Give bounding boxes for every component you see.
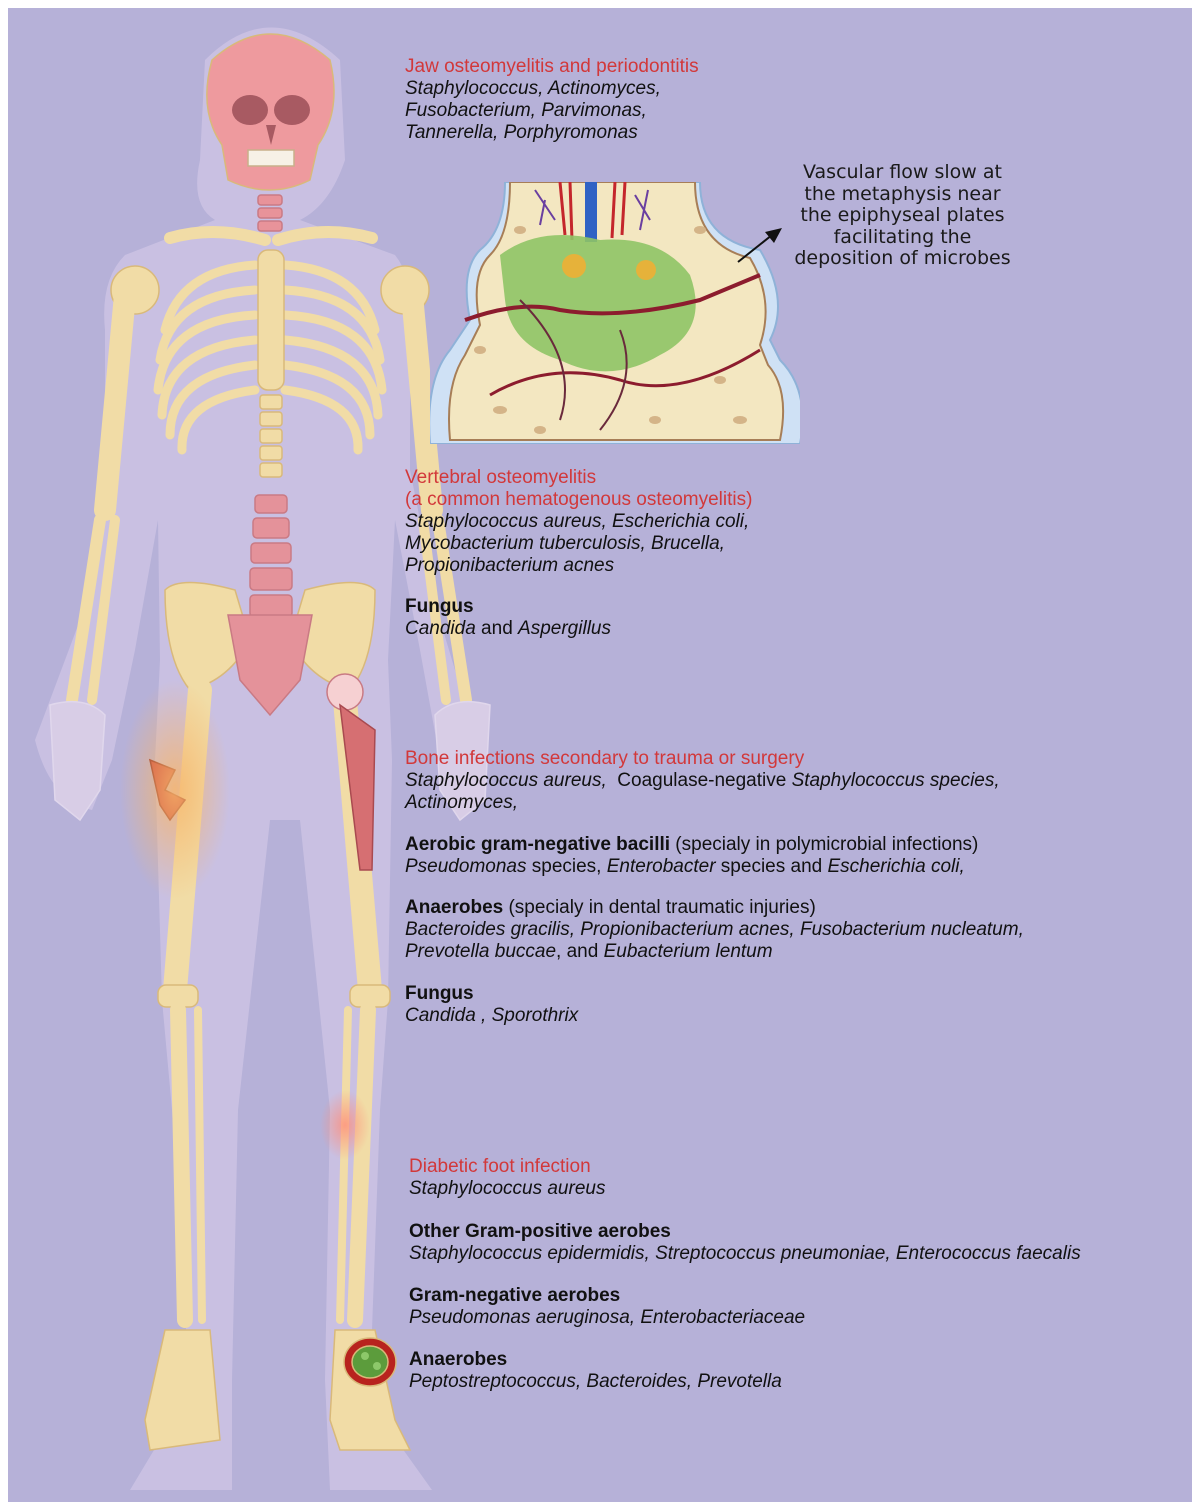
diabetic-anaerobes: Anaerobes Peptostreptococcus, Bacteroide… xyxy=(409,1349,782,1393)
callout-line: Vascular flow slow at xyxy=(803,161,1002,183)
fungus-aspergillus: Aspergillus xyxy=(518,618,611,639)
trauma-pathogens-1: Staphylococcus aureus, Coagulase-negativ… xyxy=(405,770,1000,792)
diabetic-heading: Diabetic foot infection xyxy=(409,1156,591,1177)
cervical-spine xyxy=(257,194,283,232)
trauma-pathogens-2: Actinomyces, xyxy=(405,792,518,813)
trauma-section: Bone infections secondary to trauma or s… xyxy=(405,748,1000,814)
callout-line: facilitating the xyxy=(833,225,972,248)
callout-arrow xyxy=(737,228,782,263)
aerobic-species-2: species and xyxy=(715,856,828,877)
trauma-staph-species: Staphylococcus species, xyxy=(791,770,1000,791)
callout-line: the metaphysis near xyxy=(804,182,1001,205)
jaw-heading: Jaw osteomyelitis and periodontitis xyxy=(405,56,699,77)
aerobic-note: (specialy in polymicrobial infections) xyxy=(670,834,979,855)
trauma-heading: Bone infections secondary to trauma or s… xyxy=(405,748,805,769)
jaw-pathogens-3: Tannerella, Porphyromonas xyxy=(405,122,638,143)
aerobic-heading-line: Aerobic gram-negative bacilli (specialy … xyxy=(405,834,978,856)
anaerobes-and: , and xyxy=(556,941,604,962)
vertebral-section: Vertebral osteomyelitis (a common hemato… xyxy=(405,467,752,577)
callout-text: Vascular flow slow at the metaphysis nea… xyxy=(775,161,1030,270)
infection-glows xyxy=(120,680,370,1160)
vertebral-pathogens-1: Staphylococcus aureus, Escherichia coli, xyxy=(405,511,750,532)
aerobic-pathogens: Pseudomonas species, Enterobacter specie… xyxy=(405,856,978,878)
aerobic-pseudomonas: Pseudomonas xyxy=(405,856,527,877)
aerobic-ecoli: Escherichia coli, xyxy=(827,856,965,877)
thoracic-spine xyxy=(259,394,283,478)
jaw-section: Jaw osteomyelitis and periodontitis Stap… xyxy=(405,56,699,144)
diabetic-section: Diabetic foot infection Staphylococcus a… xyxy=(409,1156,605,1200)
trauma-fungus: Fungus Candida , Sporothrix xyxy=(405,983,578,1027)
callout-line: deposition of microbes xyxy=(794,247,1011,269)
skull-icon xyxy=(206,33,335,191)
skeleton-illustration xyxy=(49,33,491,1451)
trauma-fungus-line: Candida , Sporothrix xyxy=(405,1005,579,1026)
gram-positive-pathogens: Staphylococcus epidermidis, Streptococcu… xyxy=(409,1243,1081,1264)
jaw-pathogens-2: Fusobacterium, Parvimonas, xyxy=(405,100,647,121)
anaerobes-pathogens-2: Prevotella buccae, and Eubacterium lentu… xyxy=(405,941,1024,963)
aerobic-species-1: species, xyxy=(526,856,607,877)
trauma-aerobic: Aerobic gram-negative bacilli (specialy … xyxy=(405,834,978,878)
anaerobes-note: (specialy in dental traumatic injuries) xyxy=(503,897,816,918)
vertebral-fungus-line: Candida and Aspergillus xyxy=(405,618,611,640)
pelvis xyxy=(164,581,376,717)
vertebral-pathogens-2: Mycobacterium tuberculosis, Brucella, xyxy=(405,533,725,554)
rib-cage xyxy=(153,260,387,455)
trauma-staph-aureus: Staphylococcus aureus, xyxy=(405,770,607,791)
jaw-pathogens-1: Staphylococcus, Actinomyces, xyxy=(405,78,661,99)
anaerobes-eubacterium: Eubacterium lentum xyxy=(603,941,773,962)
hip-implant xyxy=(326,673,376,871)
diabetic-anaerobes-title: Anaerobes xyxy=(409,1349,508,1370)
bone-cross-section-inset xyxy=(430,182,800,444)
anaerobes-pathogens-1: Bacteroides gracilis, Propionibacterium … xyxy=(405,919,1024,940)
trauma-coagulase: Coagulase-negative xyxy=(606,770,792,791)
foot-ulcer xyxy=(343,1337,397,1387)
vertebral-fungus-title: Fungus xyxy=(405,596,474,617)
diabetic-pathogen-1: Staphylococcus aureus xyxy=(409,1178,606,1199)
diabetic-gram-negative: Gram-negative aerobes Pseudomonas aerugi… xyxy=(409,1285,805,1329)
aerobic-enterobacter: Enterobacter xyxy=(606,856,716,877)
fungus-candida: Candida xyxy=(405,618,476,639)
anaerobes-title: Anaerobes xyxy=(405,897,504,918)
fungus-and: and xyxy=(475,618,519,639)
anaerobes-prevotella: Prevotella buccae xyxy=(405,941,557,962)
vertebral-pathogens-3: Propionibacterium acnes xyxy=(405,555,615,576)
vertebral-subheading: (a common hematogenous osteomyelitis) xyxy=(405,489,753,510)
trauma-anaerobes: Anaerobes (specialy in dental traumatic … xyxy=(405,897,1024,963)
trauma-fungus-title: Fungus xyxy=(405,983,474,1004)
aerobic-title: Aerobic gram-negative bacilli xyxy=(405,834,671,855)
diabetic-gram-positive: Other Gram-positive aerobes Staphylococc… xyxy=(409,1221,1081,1265)
vertebral-fungus: Fungus Candida and Aspergillus xyxy=(405,596,611,640)
gram-negative-title: Gram-negative aerobes xyxy=(409,1285,621,1306)
callout-line: the epiphyseal plates xyxy=(800,204,1005,226)
diabetic-anaerobes-pathogens: Peptostreptococcus, Bacteroides, Prevote… xyxy=(409,1371,782,1392)
anaerobes-heading-line: Anaerobes (specialy in dental traumatic … xyxy=(405,897,1024,919)
gram-positive-title: Other Gram-positive aerobes xyxy=(409,1221,671,1242)
gram-negative-pathogens: Pseudomonas aeruginosa, Enterobacteriace… xyxy=(409,1307,806,1328)
vertebral-heading: Vertebral osteomyelitis xyxy=(405,467,597,488)
